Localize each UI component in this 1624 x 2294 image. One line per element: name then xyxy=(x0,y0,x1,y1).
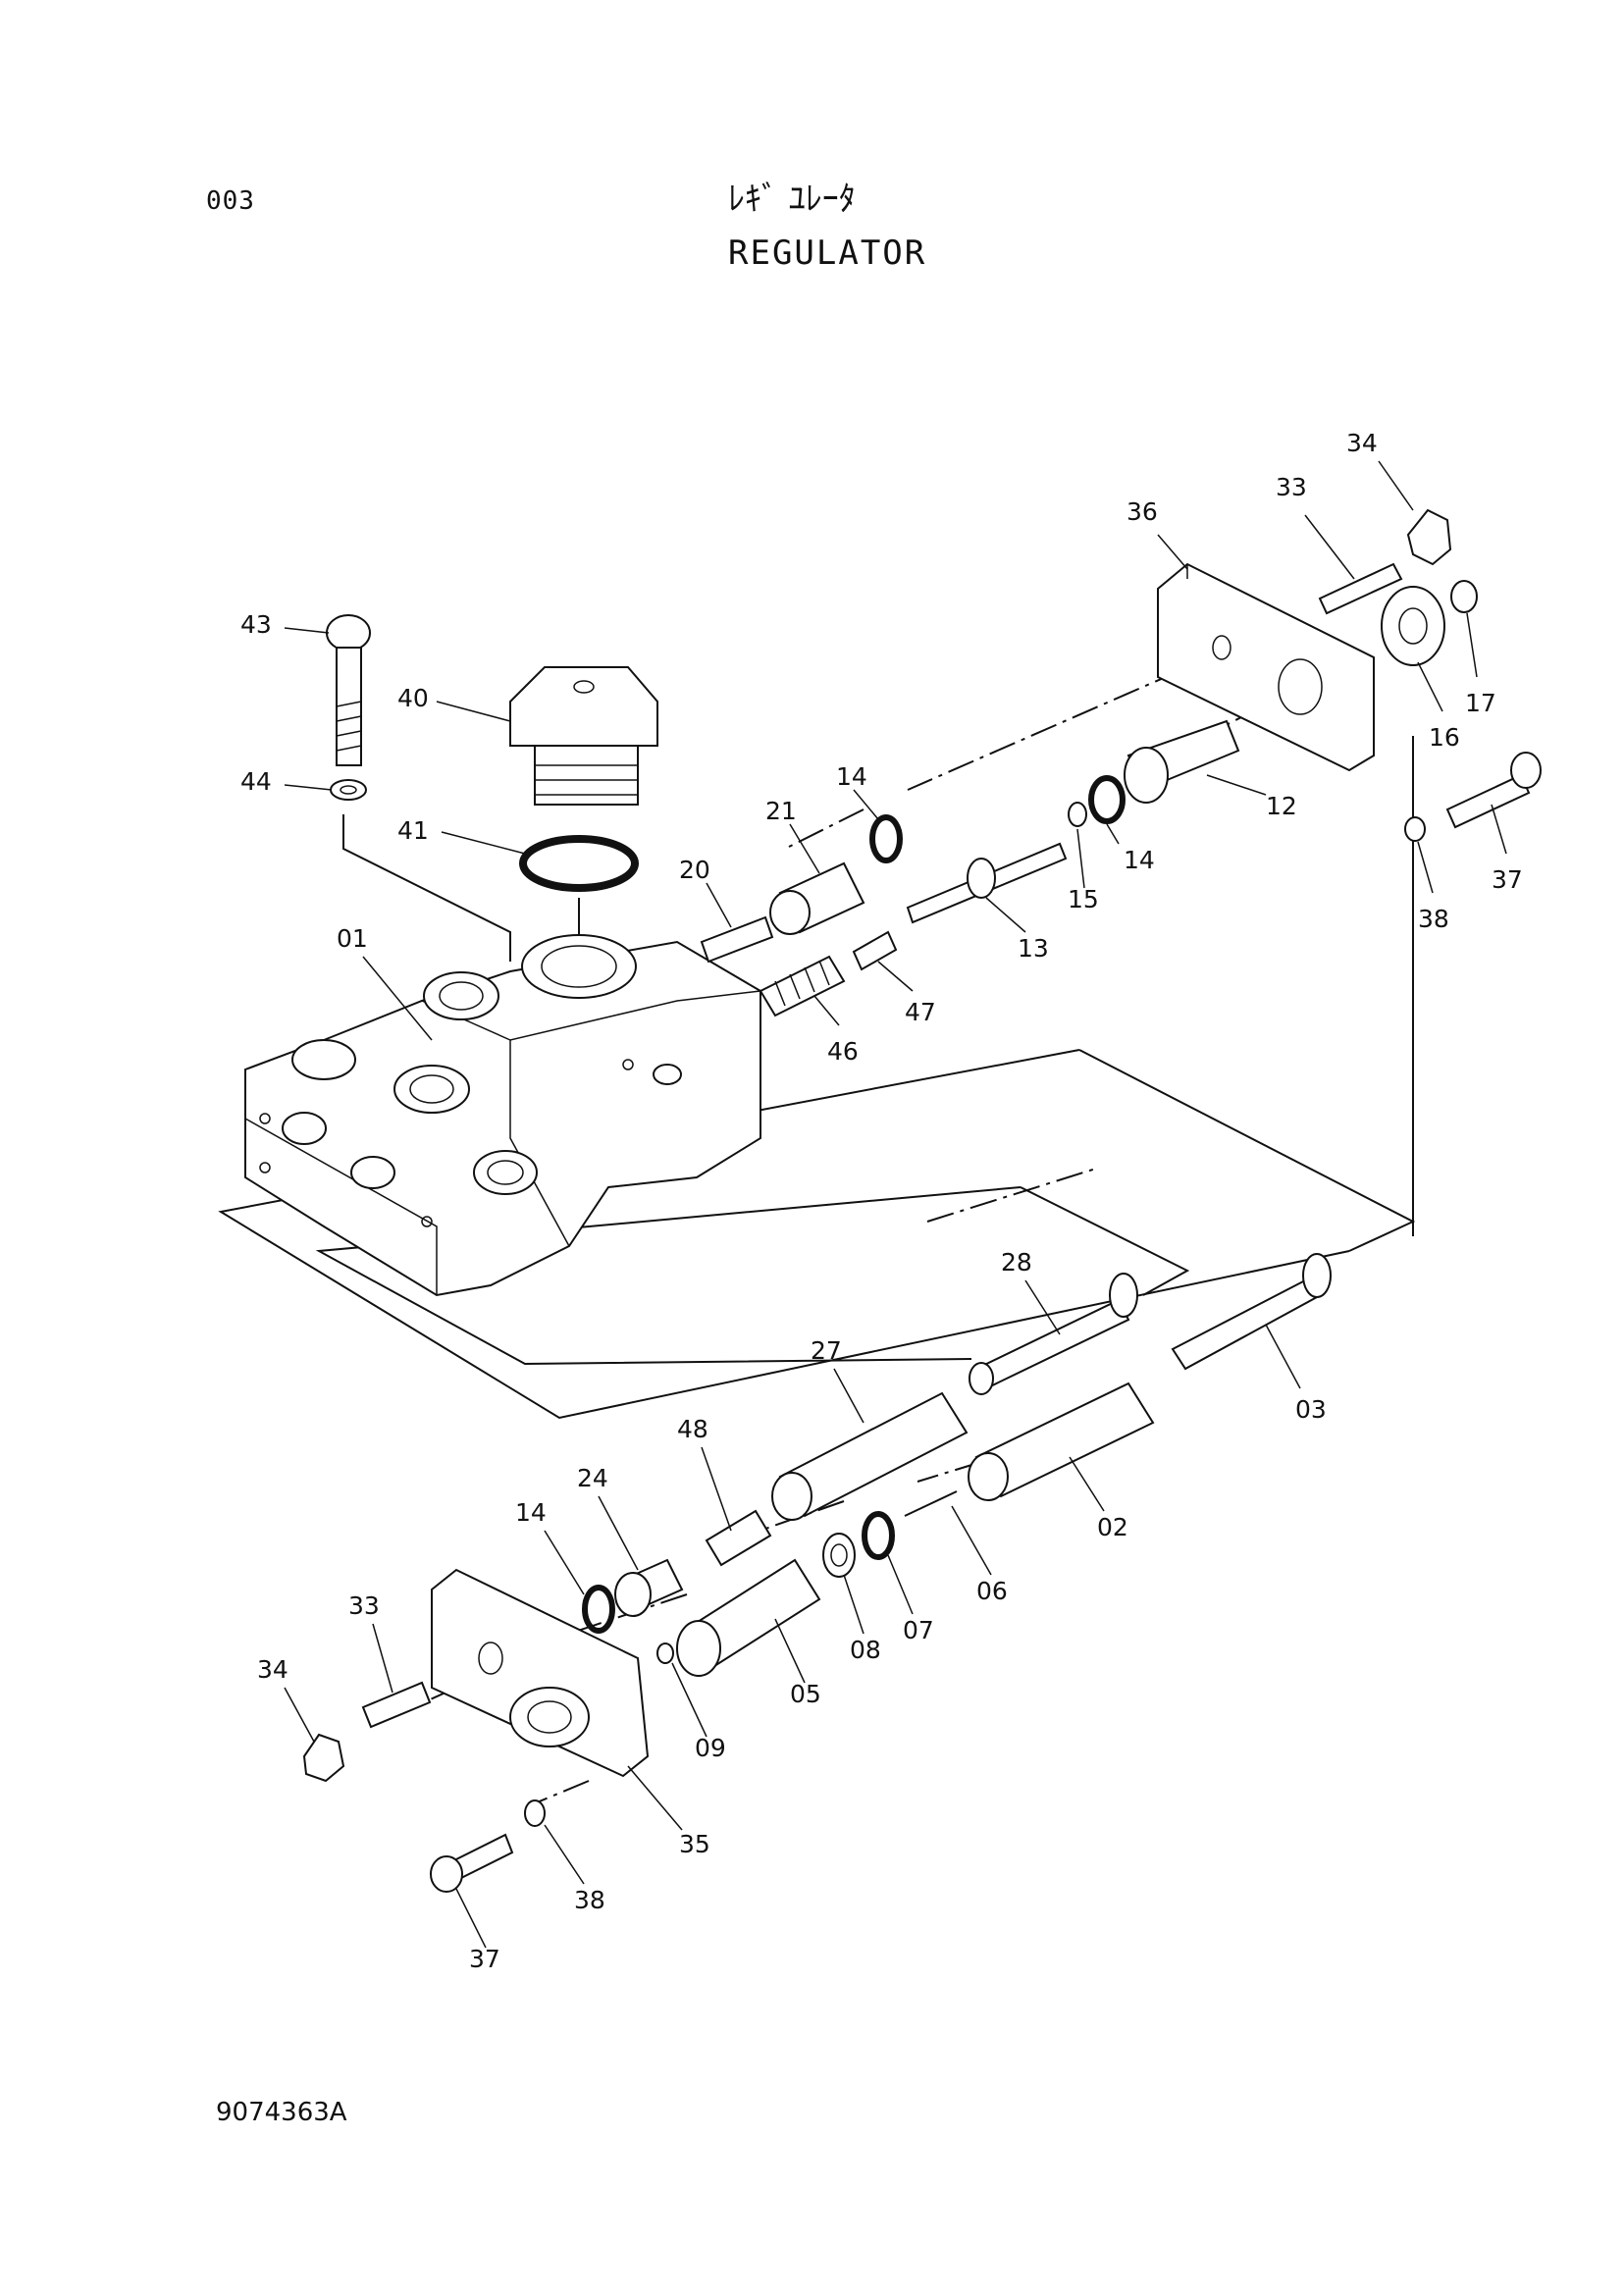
callout-28: 28 xyxy=(1001,1248,1032,1277)
callout-02: 02 xyxy=(1097,1513,1128,1541)
callout-24: 24 xyxy=(577,1464,608,1492)
callout-07: 07 xyxy=(903,1616,934,1644)
callout-13: 13 xyxy=(1018,934,1049,963)
part-spool-13 xyxy=(906,842,1068,924)
part-oring-14-lower xyxy=(582,1585,615,1634)
callout-14: 14 xyxy=(515,1498,547,1527)
part-oring-15 xyxy=(1068,802,1087,827)
callout-01: 01 xyxy=(337,924,368,953)
part-piston-28 xyxy=(969,1273,1138,1395)
callout-03: 03 xyxy=(1295,1395,1327,1424)
part-nut-34-top xyxy=(1406,508,1452,566)
part-sleeve-05 xyxy=(676,1558,821,1677)
callout-36: 36 xyxy=(1126,497,1158,526)
callout-15: 15 xyxy=(1068,885,1099,913)
callout-09: 09 xyxy=(695,1734,726,1762)
callout-05: 05 xyxy=(790,1680,821,1708)
callout-33: 33 xyxy=(348,1591,380,1620)
part-washer-38-top xyxy=(1404,816,1426,842)
part-spring-46 xyxy=(759,955,846,1017)
callout-44: 44 xyxy=(240,767,272,796)
leader-lines xyxy=(284,460,1507,1949)
part-body-01 xyxy=(244,934,761,1297)
callout-14: 14 xyxy=(836,762,867,791)
part-stud-33-top xyxy=(1318,562,1403,615)
part-spool-03 xyxy=(1171,1253,1332,1371)
page-title: REGULATOR xyxy=(728,234,927,273)
callout-46: 46 xyxy=(827,1037,859,1066)
callout-37: 37 xyxy=(469,1945,500,1973)
part-stud-33-bottom xyxy=(361,1681,432,1729)
part-plate-35 xyxy=(431,1568,650,1778)
part-oring-07 xyxy=(862,1511,895,1560)
callout-labels: 34 33 36 17 16 12 37 38 43 40 44 41 14 2… xyxy=(240,429,1523,1973)
part-plate-36 xyxy=(1157,562,1375,772)
part-plug-40 xyxy=(509,666,658,806)
callout-43: 43 xyxy=(240,610,272,639)
callout-16: 16 xyxy=(1429,723,1460,752)
part-nut-34-bottom xyxy=(302,1733,345,1783)
callout-14: 14 xyxy=(1124,846,1155,874)
part-spring-48 xyxy=(705,1509,772,1567)
callout-35: 35 xyxy=(679,1830,710,1858)
part-sleeve-12 xyxy=(1124,719,1240,804)
callout-34: 34 xyxy=(1346,429,1378,457)
part-sleeve-27 xyxy=(771,1391,969,1521)
part-washer-44 xyxy=(330,779,367,801)
part-oring-41 xyxy=(519,835,639,892)
part-nut-17 xyxy=(1450,580,1478,613)
part-screw-37-bottom xyxy=(430,1833,514,1893)
callout-41: 41 xyxy=(397,816,429,845)
page-title-japanese: ﾚｷﾞ ﾕﾚｰﾀ xyxy=(728,180,856,219)
callout-12: 12 xyxy=(1266,792,1297,820)
callout-37: 37 xyxy=(1492,865,1523,894)
callout-20: 20 xyxy=(679,856,710,884)
callout-34: 34 xyxy=(257,1655,288,1684)
callout-17: 17 xyxy=(1465,689,1496,717)
part-screw-37-top xyxy=(1445,752,1542,829)
page-code: 003 xyxy=(206,186,255,216)
part-nut-16 xyxy=(1381,586,1445,666)
part-pin-20 xyxy=(700,915,774,964)
callout-47: 47 xyxy=(905,998,936,1026)
callout-21: 21 xyxy=(765,797,797,825)
drawing-number: 9074363A xyxy=(216,2098,347,2127)
callout-40: 40 xyxy=(397,684,429,712)
part-oring-14-left xyxy=(869,814,903,863)
callout-38: 38 xyxy=(1418,905,1449,933)
part-spring-47 xyxy=(852,930,898,971)
part-plug-24 xyxy=(614,1558,684,1617)
part-screw-43 xyxy=(326,614,371,766)
callout-08: 08 xyxy=(850,1636,881,1664)
callout-27: 27 xyxy=(811,1336,842,1365)
callout-06: 06 xyxy=(976,1577,1008,1605)
part-washer-38-bottom xyxy=(524,1799,546,1827)
part-sleeve-02 xyxy=(968,1382,1155,1501)
part-oring-14-right xyxy=(1088,775,1126,824)
part-oring-09 xyxy=(656,1642,674,1664)
part-pin-06 xyxy=(904,1490,958,1517)
part-washer-08 xyxy=(822,1533,856,1578)
callout-38: 38 xyxy=(574,1886,605,1914)
part-sleeve-21 xyxy=(769,861,865,935)
callout-48: 48 xyxy=(677,1415,708,1443)
callout-33: 33 xyxy=(1276,473,1307,501)
